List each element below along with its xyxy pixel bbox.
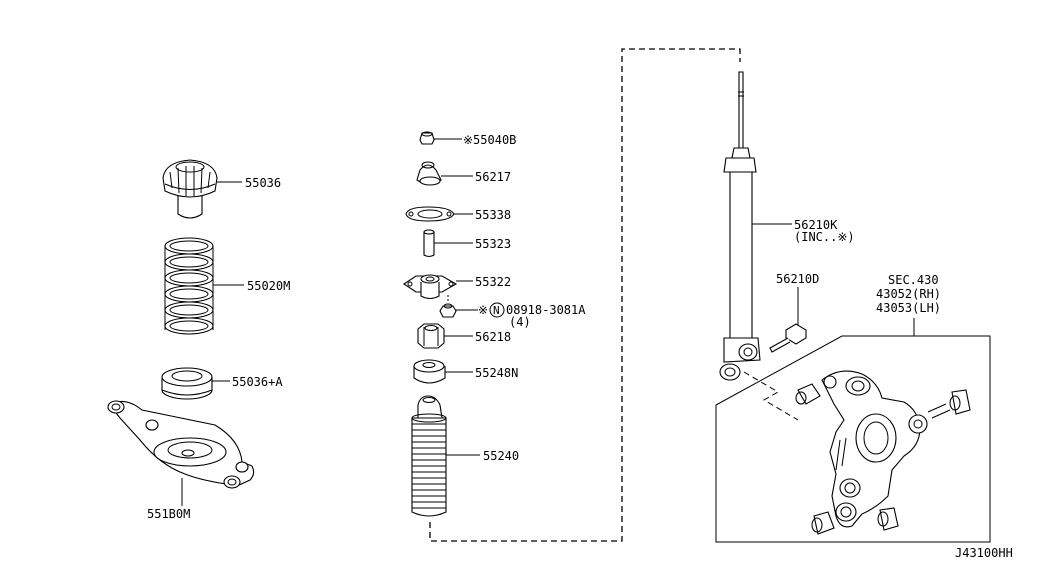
label-08918-qty: (4) [509,315,531,329]
assembly-dashed-bracket [429,48,741,542]
label-55036: 55036 [245,176,281,190]
shock-absorber-part [719,71,761,381]
dust-boot-part [411,395,447,517]
label-55323: 55323 [475,237,511,251]
label-sec430: SEC.430 [888,273,939,287]
flange-nut-part [439,295,457,318]
nut-part [419,131,435,145]
rubber-seat-part [413,359,446,384]
label-55040b: ※55040B [463,133,516,147]
gasket-part [405,206,455,222]
label-55240: 55240 [483,449,519,463]
label-55036a: 55036+A [232,375,283,389]
label-43052: 43052(RH) [876,287,941,301]
knuckle-part [795,370,971,535]
coil-spring-part [164,237,214,335]
knuckle-box [715,335,991,543]
label-56210k: 56210K [794,218,838,232]
diagram-id: J43100HH [955,546,1013,560]
label-55248n: 55248N [475,366,518,380]
label-55020m: 55020M [247,279,290,293]
shock-knuckle-guide [743,371,799,421]
bound-bumper-part [417,323,445,349]
label-56210k-note: (INC..※) [794,230,855,244]
label-56218: 56218 [475,330,511,344]
lower-link-arm-part [107,400,255,489]
label-08918: 08918-3081A [506,303,586,317]
label-56217: 56217 [475,170,511,184]
spring-lower-seat-part [161,367,213,400]
label-551b0m: 551B0M [147,507,190,521]
label-43053: 43053(LH) [876,301,941,315]
shock-bolt-part [769,323,807,353]
circle-n-marker [489,302,505,318]
label-55322: 55322 [475,275,511,289]
label-56210d: 56210D [776,272,819,286]
spring-upper-seat-part [162,159,218,219]
label-circle-n: N [493,304,500,317]
bushing-part [416,161,442,186]
strut-mount-part [403,274,458,300]
label-08918-prefix: ※ [478,303,488,317]
label-55338: 55338 [475,208,511,222]
sleeve-part [423,229,435,258]
